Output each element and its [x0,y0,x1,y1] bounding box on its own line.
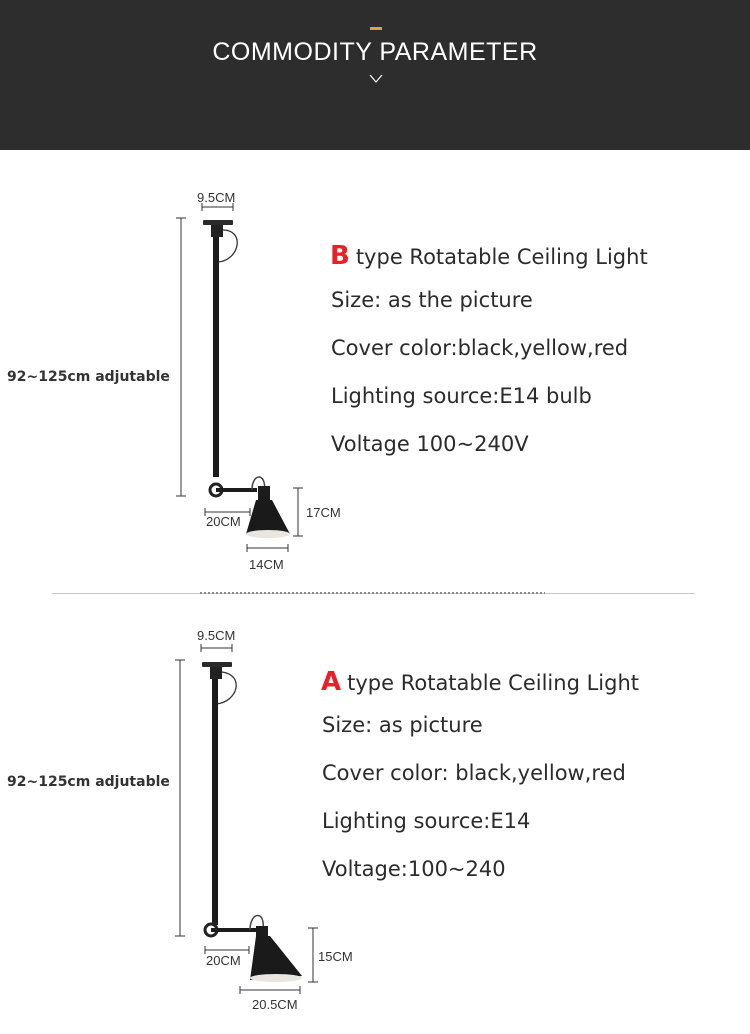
lamp-a-diagram [175,644,318,994]
lamp-b-diagram [176,203,303,552]
product-a-title-text: type Rotatable Ceiling Light [347,671,639,695]
height-adjustable-label: 92~125cm adjutable [7,369,170,385]
header-accent-dash [370,27,382,30]
chevron-down-icon [369,74,383,83]
header-banner: COMMODITY PARAMETER [0,0,750,150]
shade-width-label: 14CM [249,557,284,572]
page-title: COMMODITY PARAMETER [212,38,538,66]
arm-length-label: 20CM [206,514,241,529]
shade-height-label: 15CM [318,949,353,964]
base-width-label: 9.5CM [197,190,236,205]
product-a-section: 9.5CM 92~125cm adjutable 20CM 15CM 20.5C… [0,610,750,1034]
shade-width-label: 20.5CM [252,997,298,1012]
shade-height-label: 17CM [306,505,341,520]
product-a-size: Size: as picture [322,713,483,737]
product-b-section: 9.5CM 92~125cm adjutable 20CM 17CM 14CM … [0,150,750,590]
product-b-lighting-source: Lighting source:E14 bulb [331,384,592,408]
product-a-letter: A [321,667,342,697]
section-divider [52,592,695,594]
base-width-label: 9.5CM [197,628,236,643]
product-b-cover-color: Cover color:black,yellow,red [331,336,629,360]
product-a-voltage: Voltage:100~240 [322,857,506,881]
product-b-voltage: Voltage 100~240V [331,432,529,456]
product-a-cover-color: Cover color: black,yellow,red [322,761,626,785]
product-b-size: Size: as the picture [331,288,533,312]
height-adjustable-label: 92~125cm adjutable [7,774,170,790]
product-b-title-text: type Rotatable Ceiling Light [355,245,648,269]
arm-length-label: 20CM [206,953,241,968]
product-b-letter: B [330,241,350,271]
product-a-lighting-source: Lighting source:E14 [322,809,531,833]
